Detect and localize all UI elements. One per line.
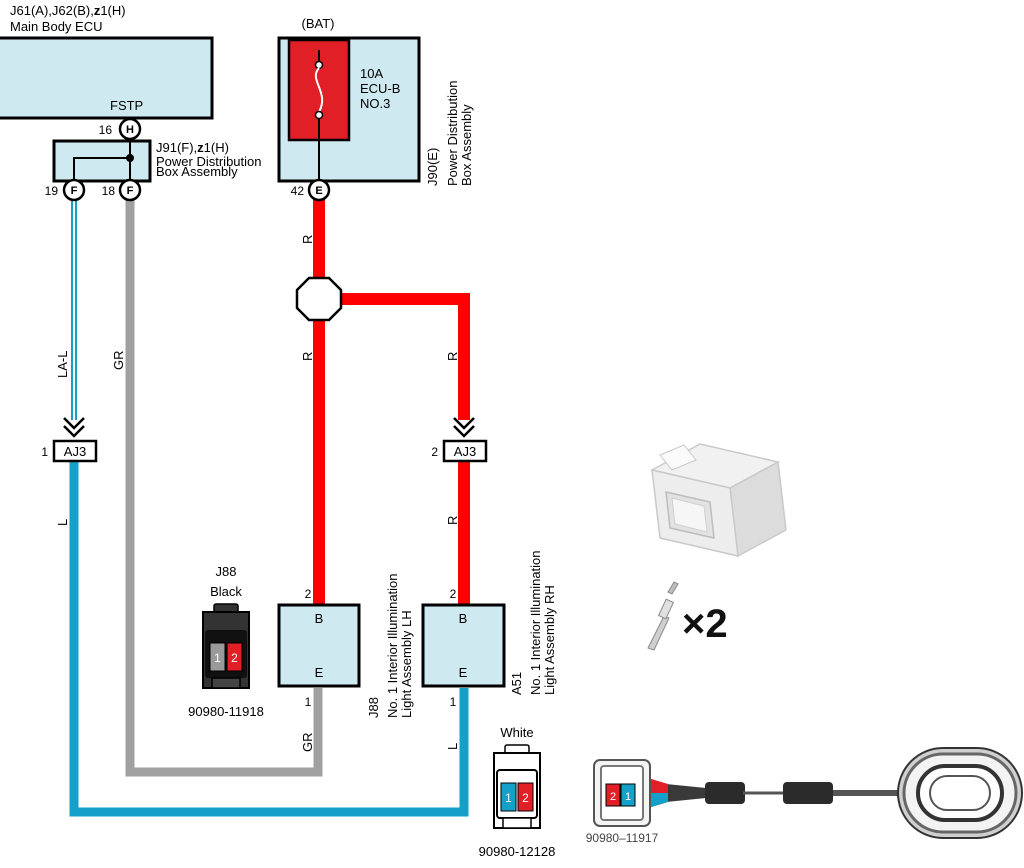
junction-aj3-right: AJ3 2 [431,417,488,463]
lamp-rh-code: A51 [509,672,524,695]
svg-text:AJ3: AJ3 [64,444,86,459]
svg-text:F: F [71,185,78,197]
wire-label-l-2: L [445,743,460,750]
lamp-lh-box [277,603,361,688]
pdb-j91-box [52,139,152,183]
connector-housing-icon [649,443,787,558]
svg-text:2: 2 [522,791,529,805]
terminal-f-19 [62,178,86,202]
lamp-lh-name-line1: No. 1 Interior Illumination [385,573,400,718]
terminal-e-42-pin: 42 [291,184,305,198]
pdb-j90-name-line2: Box Assembly [459,104,474,186]
pigtail-connector-icon: 2 1 [593,759,668,827]
conn-a51-color: White [500,725,533,740]
terminal-f-18-pin: 18 [102,184,116,198]
junction-aj3-right-pin: 2 [431,445,438,459]
terminal-h [118,117,142,141]
lamp-lh-term-b: B [315,611,324,626]
fuse-rating: 10A [360,66,383,81]
wire-label-la-l: LA-L [55,351,70,378]
terminal-f-19-pin: 19 [45,184,59,198]
svg-text:F: F [127,185,134,197]
wire-label-r-3: R [445,352,460,361]
terminal-f-18 [118,178,142,202]
junction-aj3-left-pin: 1 [41,445,48,459]
wire-label-r-1: R [300,235,315,244]
terminal-e-42 [307,178,331,202]
svg-text:AJ3: AJ3 [454,444,476,459]
pigtail-harness-icon [666,747,1023,839]
lamp-rh-pin-top: 2 [450,587,457,601]
lamp-lh-term-e: E [315,665,324,680]
ecu-pin-name: FSTP [110,98,143,113]
fuse-bat-label: (BAT) [302,16,335,31]
lamp-lh-code: J88 [366,697,381,718]
svg-text:2: 2 [610,791,616,803]
conn-j88-code: J88 [216,564,237,579]
lamp-lh-pin-top: 2 [305,587,312,601]
pigtail-part: 90980–11917 [586,831,659,845]
svg-text:1: 1 [214,651,221,665]
wire-label-l-1: L [55,519,70,526]
fuse-num: NO.3 [360,96,390,111]
terminal-pin-icon [647,581,679,651]
wire-label-gr-bottom: GR [300,733,315,753]
pdb-name-line1: Power Distribution [156,154,262,169]
pdb-codes: J91(F),z1(H) [156,140,229,155]
conn-j88-part: 90980-11918 [188,704,264,719]
fuse-name: ECU-B [360,81,400,96]
svg-text:H: H [126,124,134,136]
lamp-rh-name-line2: Light Assembly RH [542,585,557,695]
ecu-name: Main Body ECU [10,19,102,34]
ecu-codes: J61(A),J62(B),z1(H) [10,3,126,18]
wire-r-branch [340,293,470,420]
conn-a51-icon: 1 2 [493,744,541,829]
lamp-rh-name-line1: No. 1 Interior Illumination [528,550,543,695]
conn-j88-icon: 1 2 [202,603,250,689]
lamp-rh-box [421,603,506,688]
wire-l-blue [69,462,469,817]
conn-j88-color: Black [210,584,242,599]
svg-text:1: 1 [505,791,512,805]
conn-a51-part: 90980-12128 [479,844,556,859]
junction-aj3-left: AJ3 1 [41,417,98,463]
wires [69,198,470,817]
terminal-h-pin: 16 [99,123,113,137]
svg-text:E: E [315,185,322,197]
splice-point [295,276,343,322]
lamp-rh-pin-bottom: 1 [450,695,457,709]
lamp-lh-pin-bottom: 1 [305,695,312,709]
lamp-rh-term-e: E [459,665,468,680]
svg-text:2: 2 [231,651,238,665]
wire-label-gr-top: GR [111,351,126,371]
wire-label-r-2: R [300,352,315,361]
wire-label-r-4: R [445,516,460,525]
lamp-lh-name-line2: Light Assembly LH [399,610,414,718]
main-body-ecu-box [0,36,214,120]
pdb-name-line2: Box Assembly [156,164,238,179]
lamp-rh-term-b: B [459,611,468,626]
terminal-count: ×2 [682,602,728,646]
pdb-j90-code: J90(E) [425,148,440,186]
wire-gr [125,200,323,777]
pdb-j90-name-line1: Power Distribution [445,81,460,187]
svg-text:1: 1 [625,791,631,803]
